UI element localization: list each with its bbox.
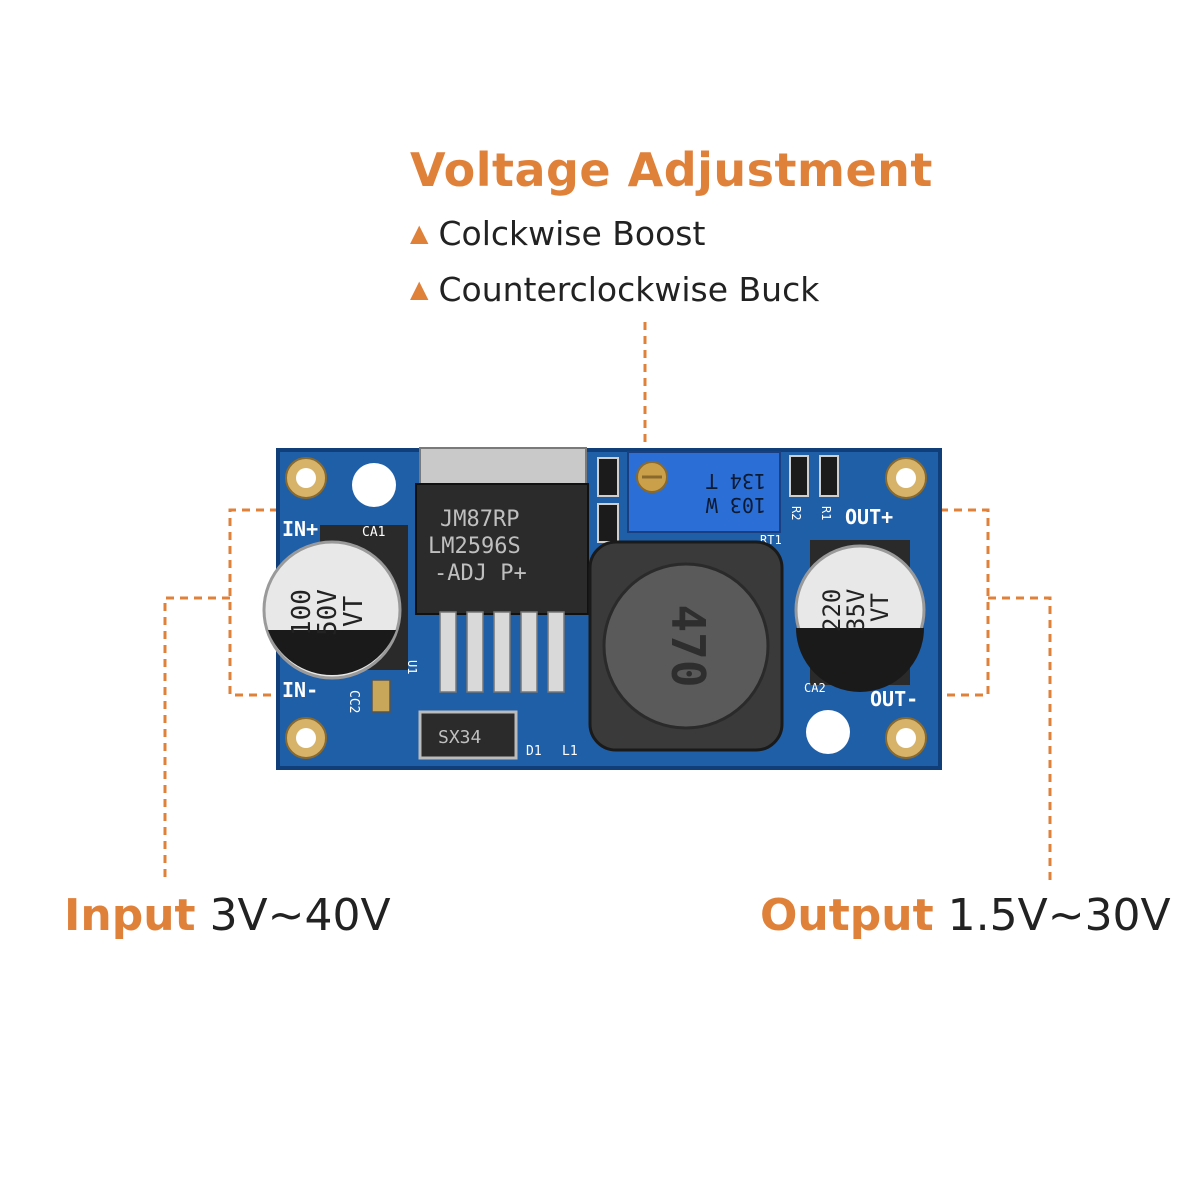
smd-resistor-b bbox=[597, 503, 619, 543]
cap-out-line1: 220 bbox=[818, 589, 846, 632]
pin-in-plus: IN+ bbox=[282, 517, 318, 541]
leader-lines bbox=[163, 322, 1052, 880]
diode bbox=[418, 710, 518, 760]
triangle-icon: ▲ bbox=[410, 219, 429, 247]
leader-input-bracket bbox=[228, 508, 278, 697]
silk-cc2: CC2 bbox=[346, 690, 361, 713]
smd-r1 bbox=[819, 455, 839, 497]
ic-markings: JM87RP LM2596S -ADJ P+ bbox=[428, 507, 527, 586]
bullet-clockwise-text: Colckwise Boost bbox=[438, 214, 706, 253]
silk-r1: R1 bbox=[819, 506, 833, 520]
bullet-counterclockwise-text: Counterclockwise Buck bbox=[438, 270, 820, 309]
inductor-marking: 470 bbox=[661, 604, 715, 687]
cap-out-line3: VT bbox=[866, 593, 894, 622]
smd-cap-cc2 bbox=[371, 679, 391, 713]
trimpot-markings: 103 W 134 T bbox=[705, 469, 766, 517]
diode-marking: SX34 bbox=[438, 727, 481, 748]
smd-r2 bbox=[789, 455, 809, 497]
cap-in-line1: 100 bbox=[287, 589, 317, 636]
silk-l1: L1 bbox=[562, 744, 578, 759]
silk-ca1: CA1 bbox=[362, 525, 385, 540]
silk-u1: U1 bbox=[405, 660, 419, 674]
ic-tab bbox=[419, 447, 587, 489]
inductor-core bbox=[602, 562, 770, 730]
trimpot-line2: 134 T bbox=[706, 469, 766, 493]
cap-in-stripe bbox=[268, 630, 396, 676]
cap-in-line3: VT bbox=[339, 595, 369, 627]
cap-in-line2: 50V bbox=[313, 589, 343, 636]
large-hole-right bbox=[806, 710, 850, 754]
output-value: 1.5V~30V bbox=[947, 890, 1171, 941]
mounting-holes bbox=[285, 457, 927, 759]
leader-output bbox=[988, 596, 1052, 880]
bullet-clockwise: ▲ Colckwise Boost bbox=[410, 214, 705, 253]
ic-legs bbox=[439, 611, 565, 693]
silk-ca2: CA2 bbox=[804, 681, 826, 695]
cap-out-markings: 220 35V VT bbox=[818, 589, 894, 632]
trimpot-line1: 103 W bbox=[705, 493, 766, 517]
input-caption: Input 3V~40V bbox=[64, 890, 391, 941]
silk-r2: R2 bbox=[789, 506, 803, 520]
ic-line3: -ADJ P+ bbox=[434, 561, 527, 586]
leader-output-bracket bbox=[940, 508, 990, 697]
large-hole-left bbox=[352, 463, 396, 507]
leader-input bbox=[163, 596, 230, 880]
triangle-icon: ▲ bbox=[410, 275, 429, 303]
output-label: Output bbox=[760, 890, 934, 941]
output-caption: Output 1.5V~30V bbox=[760, 890, 1171, 941]
bullet-counterclockwise: ▲ Counterclockwise Buck bbox=[410, 270, 819, 309]
pin-in-minus: IN- bbox=[282, 678, 318, 702]
smd-resistor-a bbox=[597, 457, 619, 497]
ic-line1: JM87RP bbox=[440, 507, 519, 532]
input-label: Input bbox=[64, 890, 196, 941]
pin-out-plus: OUT+ bbox=[845, 505, 893, 529]
cap-in-markings: 100 50V VT bbox=[287, 589, 369, 636]
ic-line2: LM2596S bbox=[428, 534, 521, 559]
cap-out-stripe bbox=[796, 628, 924, 692]
input-value: 3V~40V bbox=[209, 890, 391, 941]
cap-out-line2: 35V bbox=[842, 589, 870, 632]
voltage-adjustment-title: Voltage Adjustment bbox=[410, 143, 933, 197]
pin-out-minus: OUT- bbox=[870, 687, 918, 711]
silk-d1: D1 bbox=[526, 744, 542, 759]
